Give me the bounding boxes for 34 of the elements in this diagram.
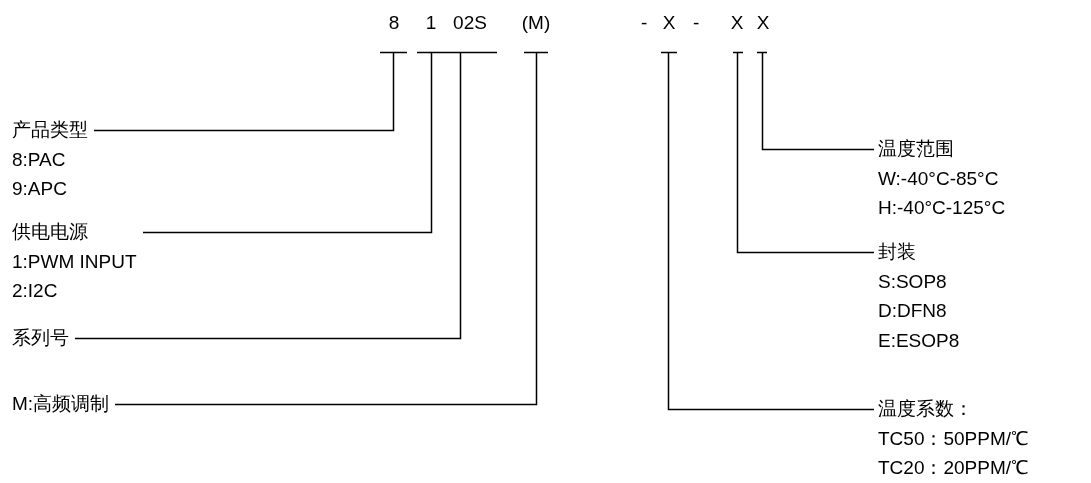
code-character: X xyxy=(756,11,770,35)
code-character: X xyxy=(730,11,744,35)
code-character: (M) xyxy=(521,11,551,35)
option-text: D:DFN8 xyxy=(878,299,948,323)
leader-line xyxy=(756,51,875,151)
leader-line xyxy=(732,51,875,254)
separator-dash: - xyxy=(693,11,700,35)
field-heading: 温度系数： xyxy=(878,397,974,421)
leader-line xyxy=(114,51,549,406)
leader-line xyxy=(93,51,408,132)
option-text: E:ESOP8 xyxy=(878,328,961,353)
leader-line xyxy=(660,51,875,411)
option-text: TC50：50PPM/℃ xyxy=(878,426,1031,451)
option-text: W:-40°C-85°C xyxy=(878,166,1000,191)
field-heading: 封装 xyxy=(878,240,917,264)
field-heading: 供电电源 xyxy=(12,220,89,244)
leader-line xyxy=(74,51,498,340)
field-heading: 系列号 xyxy=(12,326,70,350)
code-character: 8 xyxy=(388,11,400,35)
option-text: 2:I2C xyxy=(12,279,59,303)
option-text: 9:APC xyxy=(12,177,68,201)
option-text: 8:PAC xyxy=(12,147,67,172)
code-character: 1 xyxy=(425,11,437,35)
option-text: H:-40°C-125°C xyxy=(878,196,1007,220)
leader-line xyxy=(142,51,446,234)
option-text: S:SOP8 xyxy=(878,269,948,294)
code-character: 02S xyxy=(453,11,487,35)
field-heading: M:高频调制 xyxy=(12,392,111,416)
field-heading: 产品类型 xyxy=(12,118,89,142)
field-heading: 温度范围 xyxy=(878,137,955,161)
option-text: 1:PWM INPUT xyxy=(12,249,138,274)
separator-dash: - xyxy=(641,11,648,35)
option-text: TC20：20PPM/℃ xyxy=(878,456,1031,480)
code-character: X xyxy=(662,11,676,35)
